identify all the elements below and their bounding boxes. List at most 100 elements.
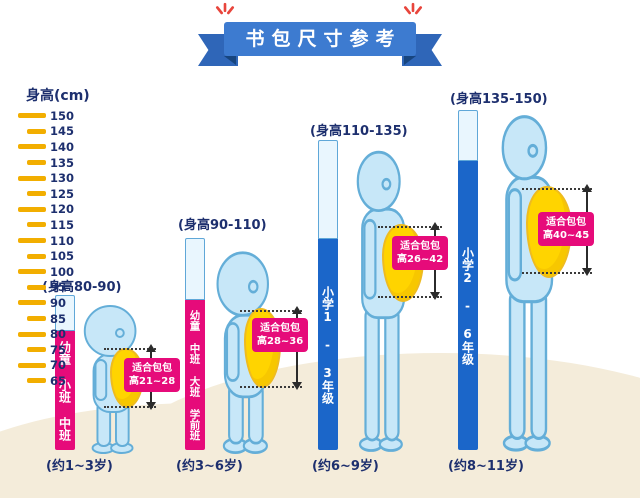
bag-top-dotted-line	[104, 348, 156, 350]
bag-top-dotted-line	[522, 188, 592, 190]
tick-value: 120	[50, 202, 75, 217]
bag-size-line1: 适合包包	[260, 323, 301, 334]
tick-row: 150	[16, 108, 74, 124]
tick-bar	[27, 128, 46, 134]
height-bar-range-segment	[458, 110, 478, 161]
tick-bar	[27, 378, 46, 384]
bag-size-callout: 适合包包 高28~36	[252, 318, 309, 352]
tick-row: 85	[16, 311, 74, 327]
height-range-label: (身高135-150)	[450, 92, 548, 107]
tick-value: 110	[50, 233, 75, 248]
tick-row: 145	[16, 124, 74, 140]
age-label: (约3~6岁)	[176, 459, 243, 474]
sparkle-left-icon	[215, 2, 235, 15]
bag-size-callout: 适合包包 高40~45	[538, 212, 595, 246]
bag-size-line1: 适合包包	[132, 363, 173, 374]
tick-bar	[27, 347, 46, 353]
height-bar: 小学1 - 3年级	[318, 140, 338, 450]
title-ribbon: 书包尺寸参考	[198, 22, 442, 72]
tick-row: 65	[16, 373, 74, 389]
height-bar: 幼童 中班 大班 学前班	[185, 238, 205, 450]
tick-bar	[18, 238, 46, 244]
height-bar-range-segment	[55, 295, 75, 331]
tick-row: 105	[16, 248, 74, 264]
tick-value: 70	[50, 358, 67, 373]
bag-size-callout: 适合包包 高21~28	[124, 358, 181, 392]
grade-label: 幼童 小班 中班	[57, 340, 72, 441]
tick-row: 100	[16, 264, 74, 280]
bag-size-line2: 高40~45	[543, 230, 590, 241]
tick-value: 95	[50, 280, 67, 295]
tick-value: 100	[50, 264, 75, 279]
age-label: (约8~11岁)	[448, 459, 524, 474]
grade-label: 小学1 - 3年级	[320, 285, 335, 404]
tick-bar	[18, 113, 46, 119]
page-title: 书包尺寸参考	[224, 22, 416, 56]
tick-row: 115	[16, 217, 74, 233]
height-bar: 幼童 小班 中班	[55, 295, 75, 450]
bag-size-line1: 适合包包	[546, 217, 587, 228]
tick-row: 95	[16, 280, 74, 296]
tick-row: 120	[16, 202, 74, 218]
tick-row: 135	[16, 155, 74, 171]
bag-top-dotted-line	[378, 226, 442, 228]
tick-row: 70	[16, 358, 74, 374]
tick-row: 90	[16, 295, 74, 311]
tick-bar	[27, 222, 46, 228]
bag-size-line1: 适合包包	[400, 241, 441, 252]
tick-row: 125	[16, 186, 74, 202]
tick-value: 90	[50, 295, 67, 310]
tick-bar	[18, 362, 46, 368]
height-range-label: (身高90-110)	[178, 218, 267, 233]
bag-bottom-dotted-line	[240, 386, 302, 388]
grade-label: 幼童 中班 大班 学前班	[188, 309, 201, 441]
height-bar-grade-segment: 幼童 小班 中班	[55, 331, 75, 450]
tick-bar	[27, 160, 46, 166]
tick-value: 105	[50, 249, 75, 264]
height-bar-grade-segment: 小学2 - 6年级	[458, 161, 478, 450]
tick-bar	[18, 269, 46, 275]
height-bar-grade-segment: 幼童 中班 大班 学前班	[185, 300, 205, 450]
height-bar-grade-segment: 小学1 - 3年级	[318, 239, 338, 450]
tick-row: 130	[16, 170, 74, 186]
child-figure	[356, 150, 406, 452]
height-axis: 150 145 140 135 130 125 120 115 110 105 …	[16, 108, 74, 389]
tick-value: 115	[50, 217, 75, 232]
tick-value: 80	[50, 327, 67, 342]
tick-value: 75	[50, 342, 67, 357]
tick-value: 85	[50, 311, 67, 326]
height-range-label: (身高110-135)	[310, 124, 408, 139]
bag-bottom-dotted-line	[104, 406, 156, 408]
tick-bar	[18, 175, 46, 181]
age-label: (约6~9岁)	[312, 459, 379, 474]
bag-size-line2: 高21~28	[129, 376, 176, 387]
tick-bar	[18, 331, 46, 337]
height-bar: 小学2 - 6年级	[458, 110, 478, 450]
grade-label: 小学2 - 6年级	[460, 246, 475, 365]
child-figure	[501, 115, 554, 452]
age-label: (约1~3岁)	[46, 459, 113, 474]
tick-value: 125	[50, 186, 75, 201]
tick-value: 65	[50, 373, 67, 388]
tick-value: 150	[50, 108, 75, 123]
tick-bar	[18, 300, 46, 306]
bag-top-dotted-line	[240, 310, 302, 312]
tick-bar	[18, 206, 46, 212]
bag-size-line2: 高26~42	[397, 254, 444, 265]
bag-bottom-dotted-line	[522, 272, 592, 274]
tick-row: 110	[16, 233, 74, 249]
bag-size-callout: 适合包包 高26~42	[392, 236, 449, 270]
bag-bottom-dotted-line	[378, 296, 442, 298]
tick-value: 130	[50, 171, 75, 186]
ribbon-fold-left	[224, 56, 236, 65]
tick-bar	[27, 191, 46, 197]
tick-row: 75	[16, 342, 74, 358]
height-axis-label: 身高(cm)	[26, 88, 90, 104]
tick-bar	[18, 144, 46, 150]
tick-bar	[27, 284, 46, 290]
tick-value: 135	[50, 155, 75, 170]
tick-bar	[27, 253, 46, 259]
